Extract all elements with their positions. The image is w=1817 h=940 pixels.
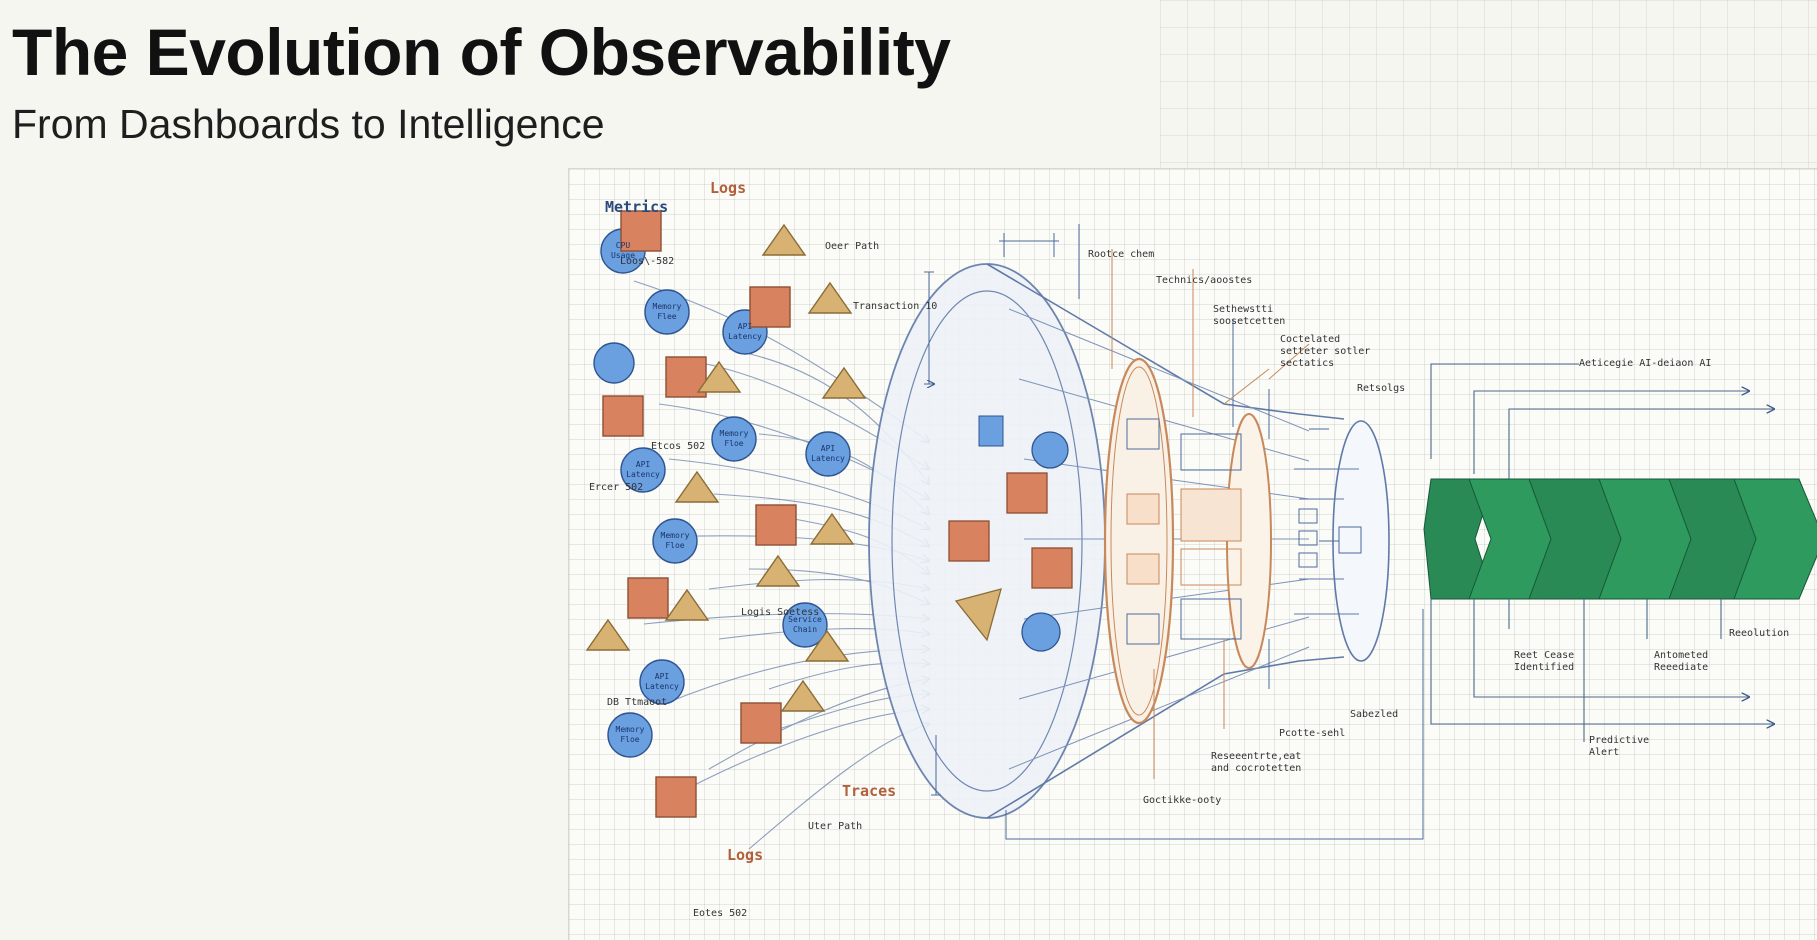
funnel-annotation: Retsolgs <box>1357 383 1406 394</box>
trace-label: Uter Path <box>808 821 863 832</box>
page-title: The Evolution of Observability <box>12 15 951 89</box>
log-label: Logis Soetess <box>741 607 820 618</box>
trace-label: Transaction 10 <box>853 301 938 312</box>
metric-circle <box>639 659 685 705</box>
log-label: Eotes 502 <box>693 908 748 919</box>
output-label: Reeolution <box>1729 628 1790 639</box>
trace-icons <box>585 223 867 712</box>
metric-circle <box>782 602 828 648</box>
traces-header: Traces <box>842 782 897 800</box>
page-subtitle: From Dashboards to Intelligence <box>12 101 605 147</box>
log-label: DB Ttmaoot <box>607 697 668 708</box>
metrics-header: Metrics <box>605 198 669 216</box>
logs-header-bottom: Logs <box>727 846 764 864</box>
metric-icons <box>593 228 851 758</box>
funnel-annotation: Technics/aoostes <box>1156 275 1253 286</box>
log-icons <box>602 210 797 818</box>
trace-label: Oeer Path <box>825 241 880 252</box>
funnel-annotation: Rootce chem <box>1088 249 1155 260</box>
output-label: Aeticegie AI-deiaon AI <box>1579 358 1712 369</box>
funnel-inner-items <box>948 415 1073 652</box>
funnel <box>868 263 1390 819</box>
metric-circle <box>593 342 635 384</box>
diagram-canvas <box>585 210 1817 850</box>
log-label: Loos\-582 <box>620 256 675 267</box>
output-stream <box>1423 478 1817 600</box>
metric-circle <box>711 416 757 462</box>
funnel-annotation: Pcotte-sehl <box>1279 728 1346 739</box>
metric-circle <box>644 289 690 335</box>
metric-circle <box>607 712 653 758</box>
metric-circle <box>805 431 851 477</box>
annotation-leaders <box>1078 224 1329 779</box>
log-label: Etcos 502 <box>651 441 706 452</box>
funnel-annotation: Sabezled <box>1350 709 1399 720</box>
log-label: Ercer 502 <box>589 482 644 493</box>
metric-circle <box>652 518 698 564</box>
funnel-annotation: Goctikke-ooty <box>1143 795 1222 806</box>
metric-circle <box>620 447 666 493</box>
dimension-lines <box>924 233 1424 840</box>
logs-header-top: Logs <box>710 179 747 197</box>
output-branches <box>1430 363 1774 742</box>
